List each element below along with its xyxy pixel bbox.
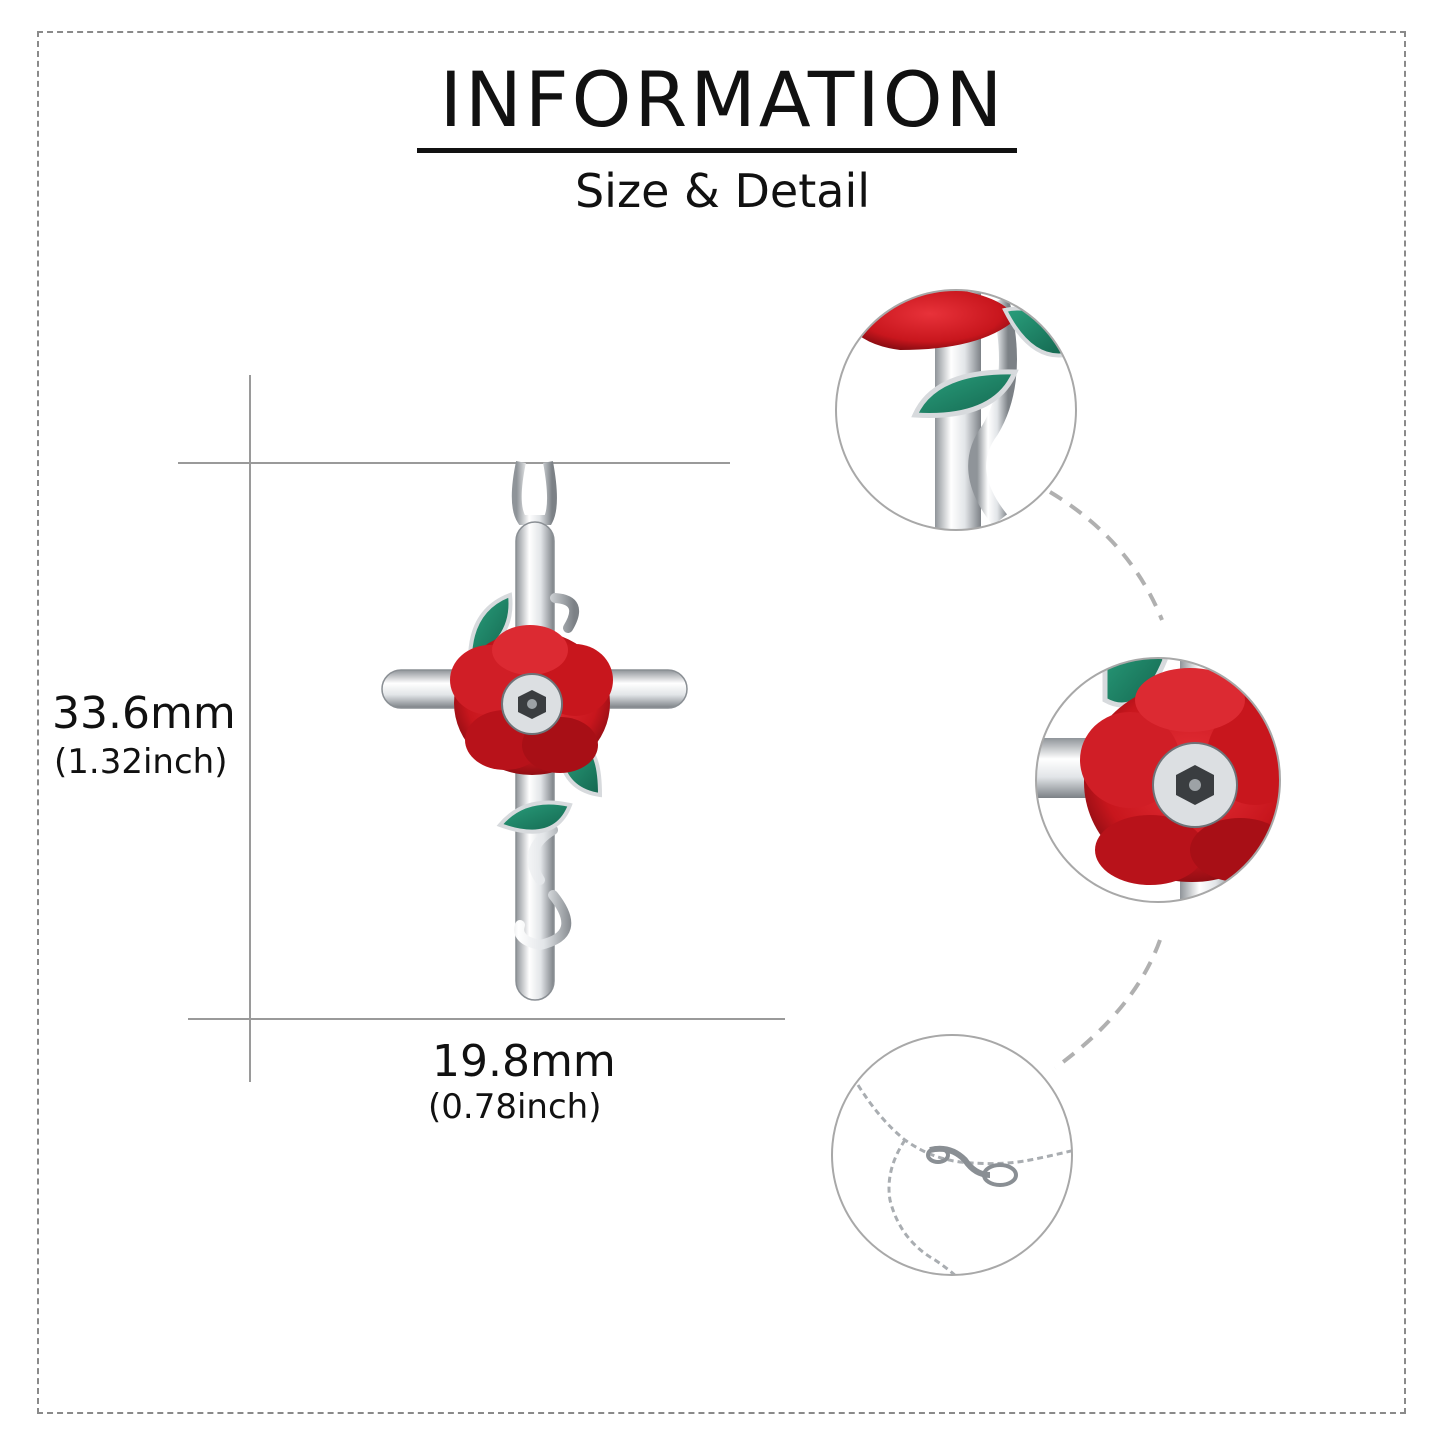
page-title: INFORMATION xyxy=(439,55,1006,144)
dashed-border xyxy=(37,31,1406,1414)
poppy-flower xyxy=(450,625,613,775)
title-underline xyxy=(417,148,1017,153)
detail-circle-middle xyxy=(1035,657,1281,903)
height-inch-label: (1.32inch) xyxy=(54,742,228,782)
measurement-guides xyxy=(178,375,785,1082)
page-subtitle: Size & Detail xyxy=(574,164,871,218)
height-mm-label: 33.6mm xyxy=(52,688,236,739)
detail-circle-bottom xyxy=(831,1034,1073,1276)
detail-connectors xyxy=(1048,490,1164,1070)
cross-pendant xyxy=(381,460,688,1001)
width-mm-label: 19.8mm xyxy=(432,1036,616,1087)
width-inch-label: (0.78inch) xyxy=(428,1087,602,1127)
detail-circle-top xyxy=(835,289,1077,531)
